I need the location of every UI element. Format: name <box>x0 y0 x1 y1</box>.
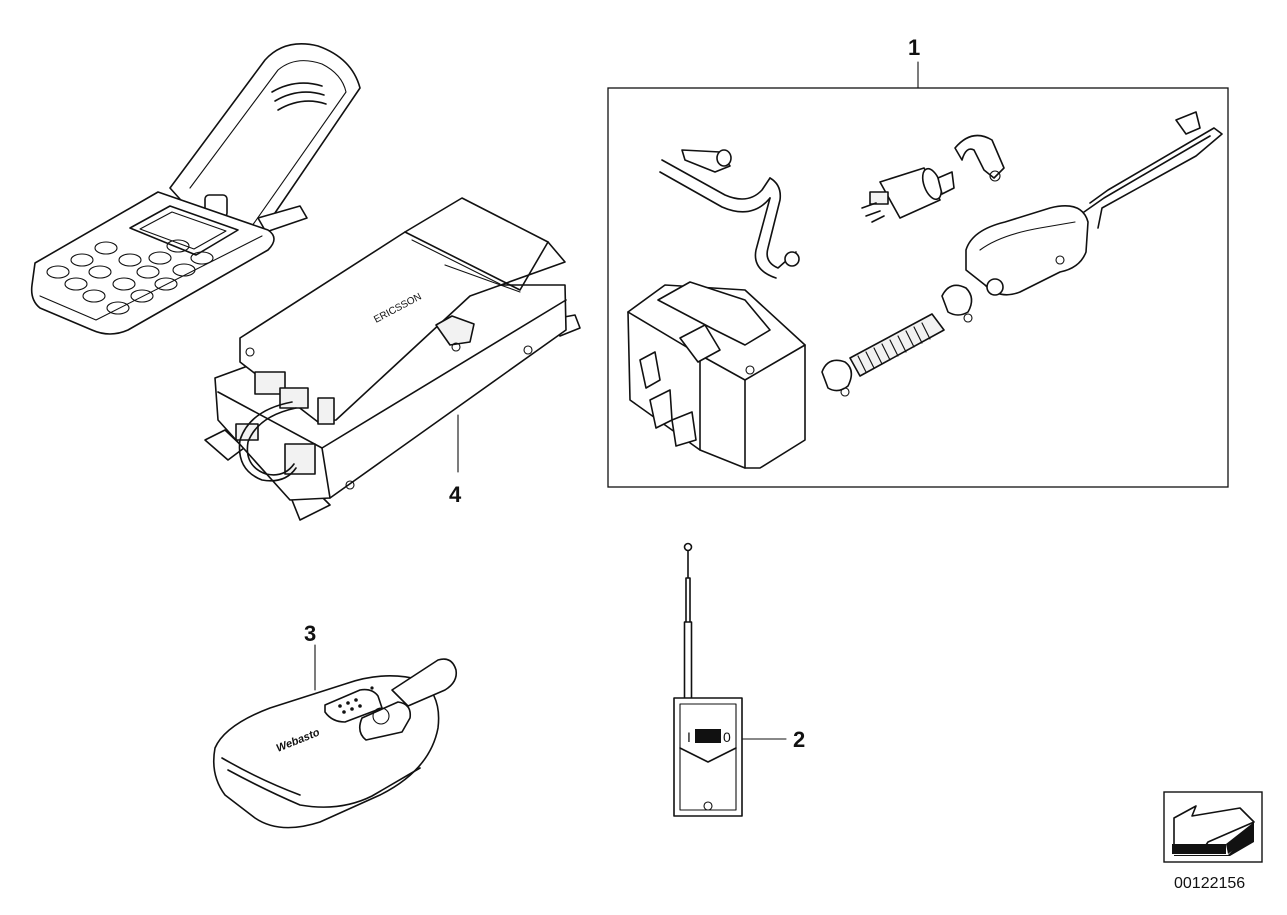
mobile-phone <box>30 43 361 335</box>
remote-key-fob: Webasto <box>212 644 458 829</box>
callout-2: 2 <box>793 727 805 752</box>
view-direction-icon <box>1163 791 1263 863</box>
callout-1: 1 <box>908 35 920 60</box>
parking-heater-kit <box>607 61 1229 488</box>
callout-3: 3 <box>304 621 316 646</box>
switch-off-label: 0 <box>723 729 731 745</box>
switch-on-label: I <box>687 729 691 745</box>
phone-control-module: ERICSSON <box>204 197 581 521</box>
radio-transmitter: I 0 <box>673 542 787 817</box>
diagram-id: 00122156 <box>1174 875 1245 892</box>
callout-4: 4 <box>449 482 462 507</box>
